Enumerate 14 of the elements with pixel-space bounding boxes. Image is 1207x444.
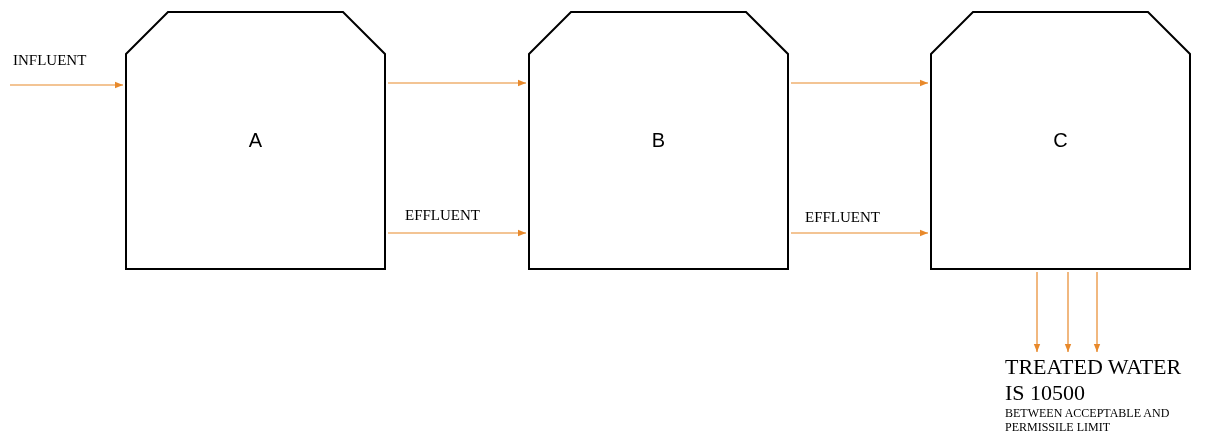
note-text: BETWEEN ACCEPTABLE AND PERMISSILE LIMIT (1005, 406, 1171, 434)
flow-arrow (9, 81, 124, 89)
flow-arrow (1064, 271, 1072, 353)
output-label: IS 10500 (1005, 380, 1086, 406)
tank-label: B (651, 129, 666, 152)
tank-label: A (248, 129, 263, 152)
flow-arrow (790, 229, 929, 237)
tank-label: C (1053, 129, 1068, 152)
flow-arrow (1033, 271, 1041, 353)
flow-arrow (1093, 271, 1101, 353)
flow-arrow (387, 229, 527, 237)
flow-arrow (790, 79, 929, 87)
flow-arrow (387, 79, 527, 87)
output-label: TREATED WATER (1005, 354, 1182, 380)
